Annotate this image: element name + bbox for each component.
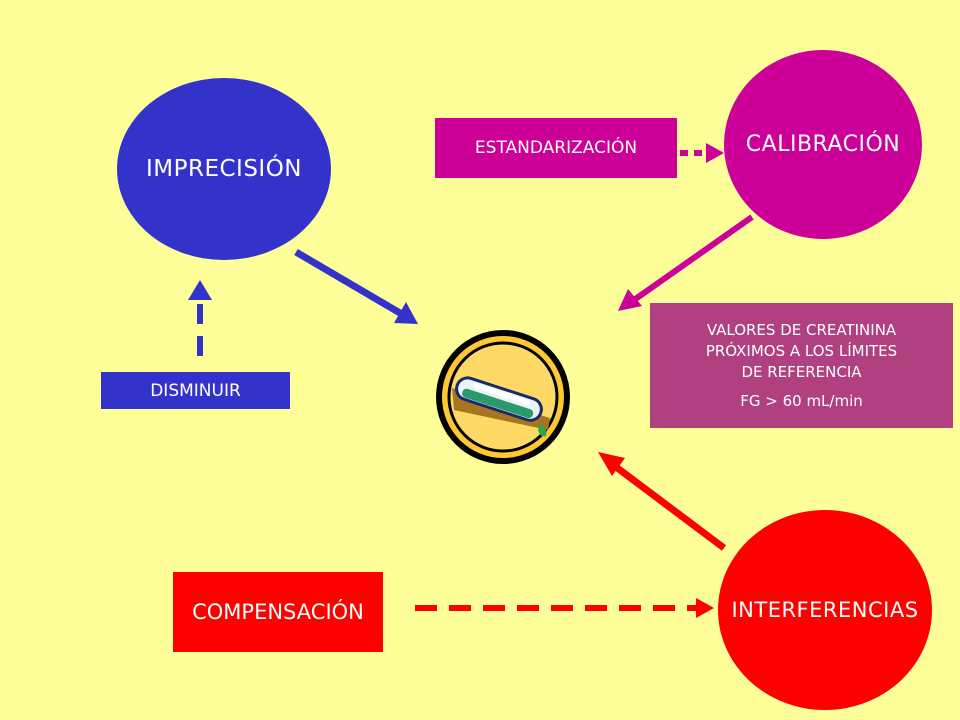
test-tube-icon (436, 330, 570, 464)
arrow-imprecision-to-center (294, 248, 418, 324)
compensacion-box: COMPENSACIÓN (173, 572, 383, 652)
calibracion-node: CALIBRACIÓN (724, 50, 922, 239)
interferencias-node: INTERFERENCIAS (718, 510, 932, 710)
valores-line-1: VALORES DE CREATININA (706, 320, 897, 339)
arrow-calibracion-to-center (618, 214, 754, 311)
arrow-compensacion-to-interferencias (415, 598, 714, 618)
valores-line-2: PRÓXIMOS A LOS LÍMITES (705, 341, 898, 360)
arrow-disminuir-to-imprecision (188, 280, 212, 356)
valores-creatinina-box: VALORES DE CREATININA PRÓXIMOS A LOS LÍM… (650, 303, 953, 428)
arrow-interferencias-to-center (598, 452, 727, 551)
imprecision-node: IMPRECISIÓN (117, 78, 331, 260)
estandarizacion-box: ESTANDARIZACIÓN (435, 118, 677, 178)
valores-line-3: DE REFERENCIA (741, 362, 862, 381)
arrow-estandarizacion-to-calibracion (680, 143, 724, 163)
valores-fg: FG > 60 mL/min (740, 391, 863, 410)
disminuir-box: DISMINUIR (101, 372, 290, 409)
